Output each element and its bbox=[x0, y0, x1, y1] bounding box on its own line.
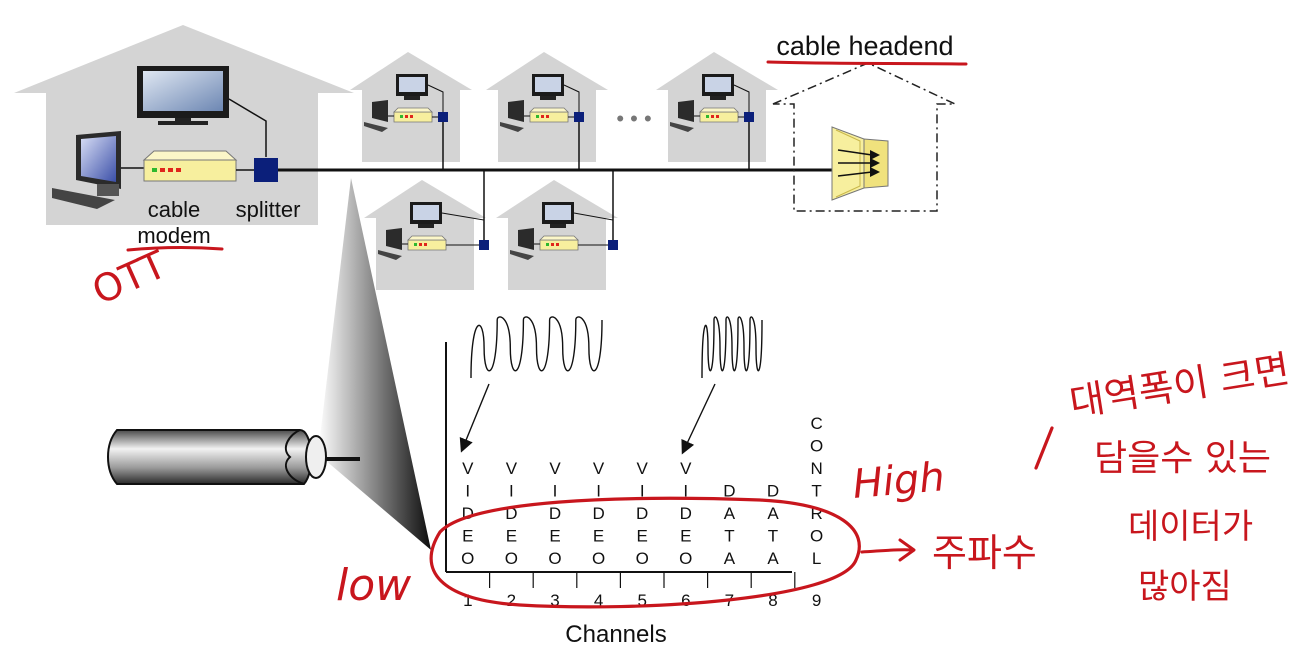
headend-router-icon bbox=[831, 126, 889, 201]
neighbor-house bbox=[656, 52, 778, 170]
high-frequency-waveform bbox=[701, 316, 763, 379]
channel-letter: V bbox=[593, 459, 605, 478]
channel-letter: T bbox=[768, 527, 778, 546]
channel-letter: E bbox=[637, 527, 648, 546]
channel-letter: E bbox=[593, 527, 604, 546]
more-houses-ellipsis: • • • bbox=[616, 106, 651, 131]
neighbor-house bbox=[350, 52, 472, 170]
channel-letter: V bbox=[680, 459, 692, 478]
headend-underline bbox=[766, 60, 968, 66]
channel-letter: A bbox=[767, 549, 779, 568]
neighbor-houses bbox=[350, 52, 778, 290]
channel-letter: E bbox=[549, 527, 560, 546]
channel-letter: E bbox=[462, 527, 473, 546]
channel-letter: E bbox=[680, 527, 691, 546]
neighbor-house bbox=[364, 170, 489, 290]
low-frequency-waveform bbox=[470, 316, 603, 379]
channel-letter: I bbox=[553, 482, 558, 501]
channel-letter: L bbox=[812, 549, 821, 568]
channel-letter: I bbox=[596, 482, 601, 501]
channel-number: 6 bbox=[681, 591, 690, 610]
channel-letter: V bbox=[549, 459, 561, 478]
channel-letter: N bbox=[810, 459, 822, 478]
channel-letter: A bbox=[724, 504, 736, 523]
channel-letter: T bbox=[724, 527, 734, 546]
neighbor-house bbox=[496, 170, 618, 290]
note-line-4: 많아짐 bbox=[1138, 567, 1232, 607]
note-line-1: 대역폭이 크면 bbox=[1067, 347, 1293, 425]
channel-chart: VIDEO1VIDEO2VIDEO3VIDEO4VIDEO5VIDEO6DATA… bbox=[445, 342, 823, 610]
arrow-to-channel-6 bbox=[681, 383, 716, 455]
channel-letter: I bbox=[683, 482, 688, 501]
channel-letter: I bbox=[509, 482, 514, 501]
cable-modem-icon bbox=[142, 150, 238, 182]
channel-letter: O bbox=[636, 549, 649, 568]
channel-letter: D bbox=[462, 504, 474, 523]
channel-letter: O bbox=[548, 549, 561, 568]
cable-headend-label: cable headend bbox=[776, 31, 953, 61]
computer-icon bbox=[52, 131, 121, 209]
channel-letter: O bbox=[461, 549, 474, 568]
channel-letter: D bbox=[723, 482, 735, 501]
channel-number: 4 bbox=[594, 591, 603, 610]
splitter-label: splitter bbox=[236, 197, 301, 222]
tv-icon bbox=[137, 66, 229, 125]
low-annotation: low bbox=[336, 560, 412, 611]
channel-number: 2 bbox=[507, 591, 516, 610]
ott-annotation: OTT bbox=[86, 242, 174, 313]
frequency-annotation: 주파수 bbox=[932, 531, 1037, 575]
modem-underline bbox=[126, 246, 224, 252]
channel-letter: O bbox=[679, 549, 692, 568]
channel-letter: D bbox=[592, 504, 604, 523]
channel-number: 5 bbox=[637, 591, 646, 610]
neighbor-house bbox=[486, 52, 608, 170]
channel-letter: A bbox=[724, 549, 736, 568]
annotation-slash bbox=[1034, 426, 1054, 470]
channel-letter: D bbox=[680, 504, 692, 523]
annotation-arrow bbox=[860, 548, 914, 554]
channel-letter: T bbox=[811, 482, 821, 501]
channel-letter: V bbox=[506, 459, 518, 478]
note-line-3: 데이터가 bbox=[1128, 507, 1253, 547]
channel-letter: V bbox=[462, 459, 474, 478]
channel-letter: D bbox=[549, 504, 561, 523]
channel-letter: I bbox=[640, 482, 645, 501]
channel-letter: O bbox=[592, 549, 605, 568]
headend-building bbox=[772, 62, 956, 212]
channel-letter: O bbox=[505, 549, 518, 568]
channel-letter: O bbox=[810, 437, 823, 456]
splitter-icon bbox=[254, 158, 278, 182]
note-line-2: 담을수 있는 bbox=[1094, 438, 1271, 479]
modem-label: modem bbox=[137, 223, 210, 248]
channel-letter: D bbox=[636, 504, 648, 523]
high-annotation: High bbox=[851, 454, 947, 508]
channel-number: 9 bbox=[812, 591, 821, 610]
channel-number: 1 bbox=[463, 591, 472, 610]
channel-number: 8 bbox=[768, 591, 777, 610]
channel-letter: I bbox=[465, 482, 470, 501]
channel-letter: E bbox=[506, 527, 517, 546]
low-frequency-circle bbox=[429, 496, 861, 609]
channel-letter: O bbox=[810, 527, 823, 546]
channel-letter: A bbox=[767, 504, 779, 523]
cable-label: cable bbox=[148, 197, 201, 222]
channel-letter: V bbox=[637, 459, 649, 478]
coax-cable-icon bbox=[107, 429, 360, 485]
arrow-to-channel-1 bbox=[459, 383, 490, 453]
channel-letter: D bbox=[767, 482, 779, 501]
channels-axis-label: Channels bbox=[565, 621, 666, 648]
channel-number: 3 bbox=[550, 591, 559, 610]
channel-letter: C bbox=[810, 414, 822, 433]
